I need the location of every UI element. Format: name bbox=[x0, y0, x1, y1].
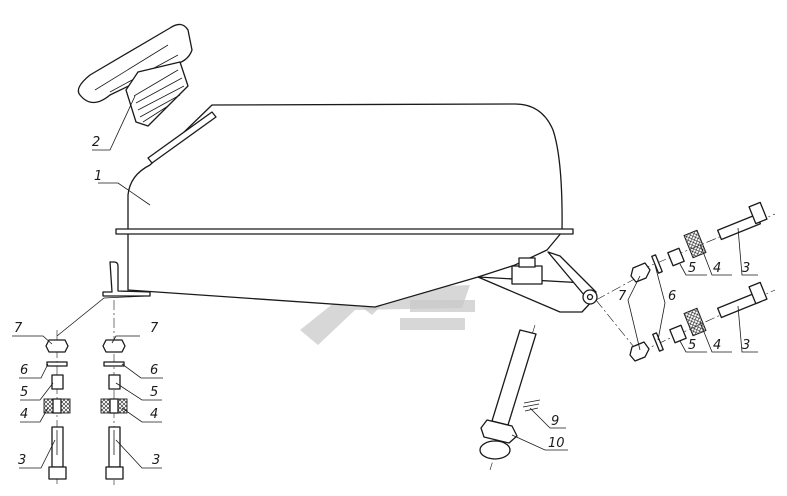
leader-lines bbox=[12, 95, 758, 469]
drain-plug-assembly bbox=[479, 324, 541, 471]
callout-2: 2 bbox=[92, 135, 100, 150]
callout-7-left: 7 bbox=[14, 321, 23, 336]
callout-3-right-lower: 3 bbox=[742, 338, 750, 353]
mount-stack-left-2 bbox=[100, 300, 128, 485]
mount-stack-right-upper bbox=[595, 201, 776, 301]
callout-6-left: 6 bbox=[20, 363, 28, 378]
mount-stack-left-1 bbox=[43, 330, 71, 485]
callout-5-right-lower: 5 bbox=[688, 338, 696, 353]
callout-4-left: 4 bbox=[20, 407, 28, 422]
callout-labels: 1 2 7 7 6 6 5 5 4 4 3 3 7 6 5 5 4 4 3 3 … bbox=[14, 135, 750, 468]
callout-4-right-upper: 4 bbox=[713, 261, 721, 276]
callout-3-left: 3 bbox=[18, 453, 26, 468]
tank-body bbox=[115, 103, 574, 308]
callout-4-mid: 4 bbox=[150, 407, 158, 422]
filler-cap bbox=[77, 23, 193, 127]
callout-9: 9 bbox=[551, 414, 559, 429]
callout-10: 10 bbox=[548, 436, 565, 451]
callout-5-right-upper: 5 bbox=[688, 261, 696, 276]
callout-5-left: 5 bbox=[20, 385, 28, 400]
callout-7-mid: 7 bbox=[150, 321, 159, 336]
callout-6-mid: 6 bbox=[150, 363, 158, 378]
callout-5-mid: 5 bbox=[150, 385, 158, 400]
mount-stack-right-lower bbox=[595, 281, 776, 362]
callout-7-right: 7 bbox=[618, 289, 627, 304]
callout-4-right-lower: 4 bbox=[713, 338, 721, 353]
left-hook-bracket bbox=[102, 261, 151, 297]
callout-6-right: 6 bbox=[668, 289, 676, 304]
mounting-bracket bbox=[477, 251, 598, 313]
callout-3-right-upper: 3 bbox=[742, 261, 750, 276]
callout-1: 1 bbox=[94, 169, 102, 184]
callout-3-mid: 3 bbox=[152, 453, 160, 468]
